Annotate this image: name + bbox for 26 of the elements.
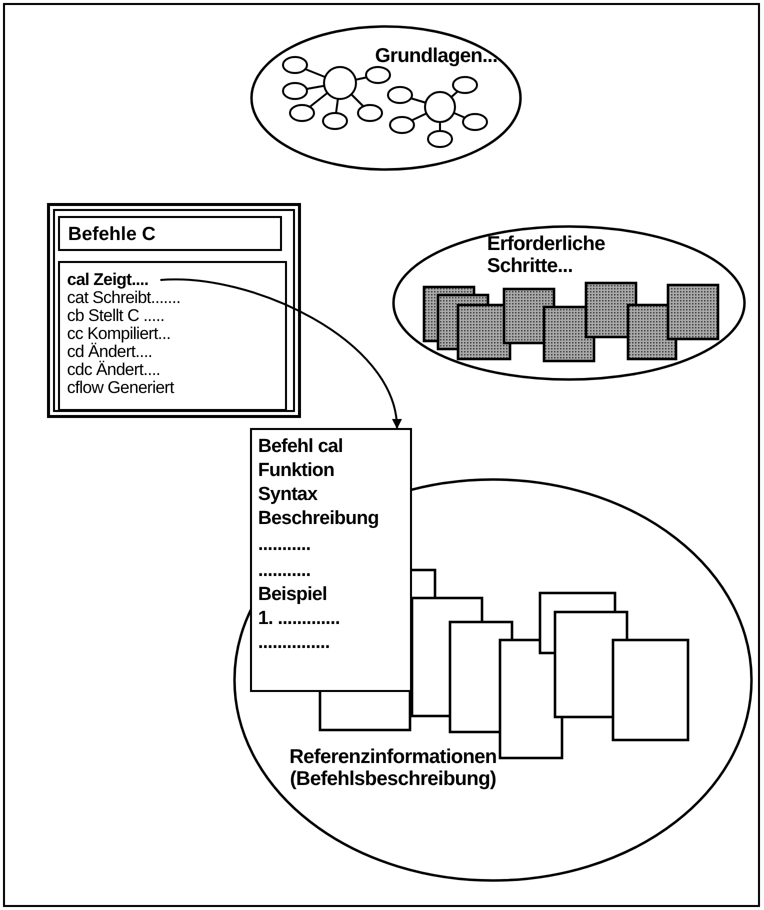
document-text: Beschreibung [258, 508, 379, 530]
command-entry: cdc Ändert.... [67, 361, 160, 379]
command-entry: cat Schreibt....... [67, 289, 180, 307]
ellipse-title: Referenzinformationen (Befehlsbeschreibung) [288, 746, 498, 790]
document-text: ........... [258, 534, 311, 556]
topic-ellipse [250, 25, 522, 171]
command-entry: cal Zeigt.... [67, 271, 148, 289]
document-text: 1. ............. [258, 608, 340, 630]
ellipse-title: Grundlagen... [375, 45, 498, 67]
topic-ellipse [392, 225, 746, 381]
document-text: Befehl cal [258, 436, 343, 458]
document-text: ........... [258, 560, 311, 582]
list-panel [58, 261, 287, 411]
title-bar: Befehle C [58, 216, 282, 251]
document-text: ............... [258, 632, 330, 654]
command-entry: cc Kompiliert... [67, 325, 170, 343]
document-page [250, 428, 412, 692]
arrow [160, 278, 401, 429]
window-panel [47, 203, 301, 418]
command-entry: cflow Generiert [67, 379, 174, 397]
document-text: Funktion [258, 460, 334, 482]
command-entry: cd Ändert.... [67, 343, 152, 361]
document-text: Syntax [258, 484, 318, 506]
document-text: Beispiel [258, 584, 327, 606]
command-entry: cb Stellt C ..... [67, 307, 164, 325]
ellipse-title: Erforderliche Schritte... [487, 233, 606, 277]
